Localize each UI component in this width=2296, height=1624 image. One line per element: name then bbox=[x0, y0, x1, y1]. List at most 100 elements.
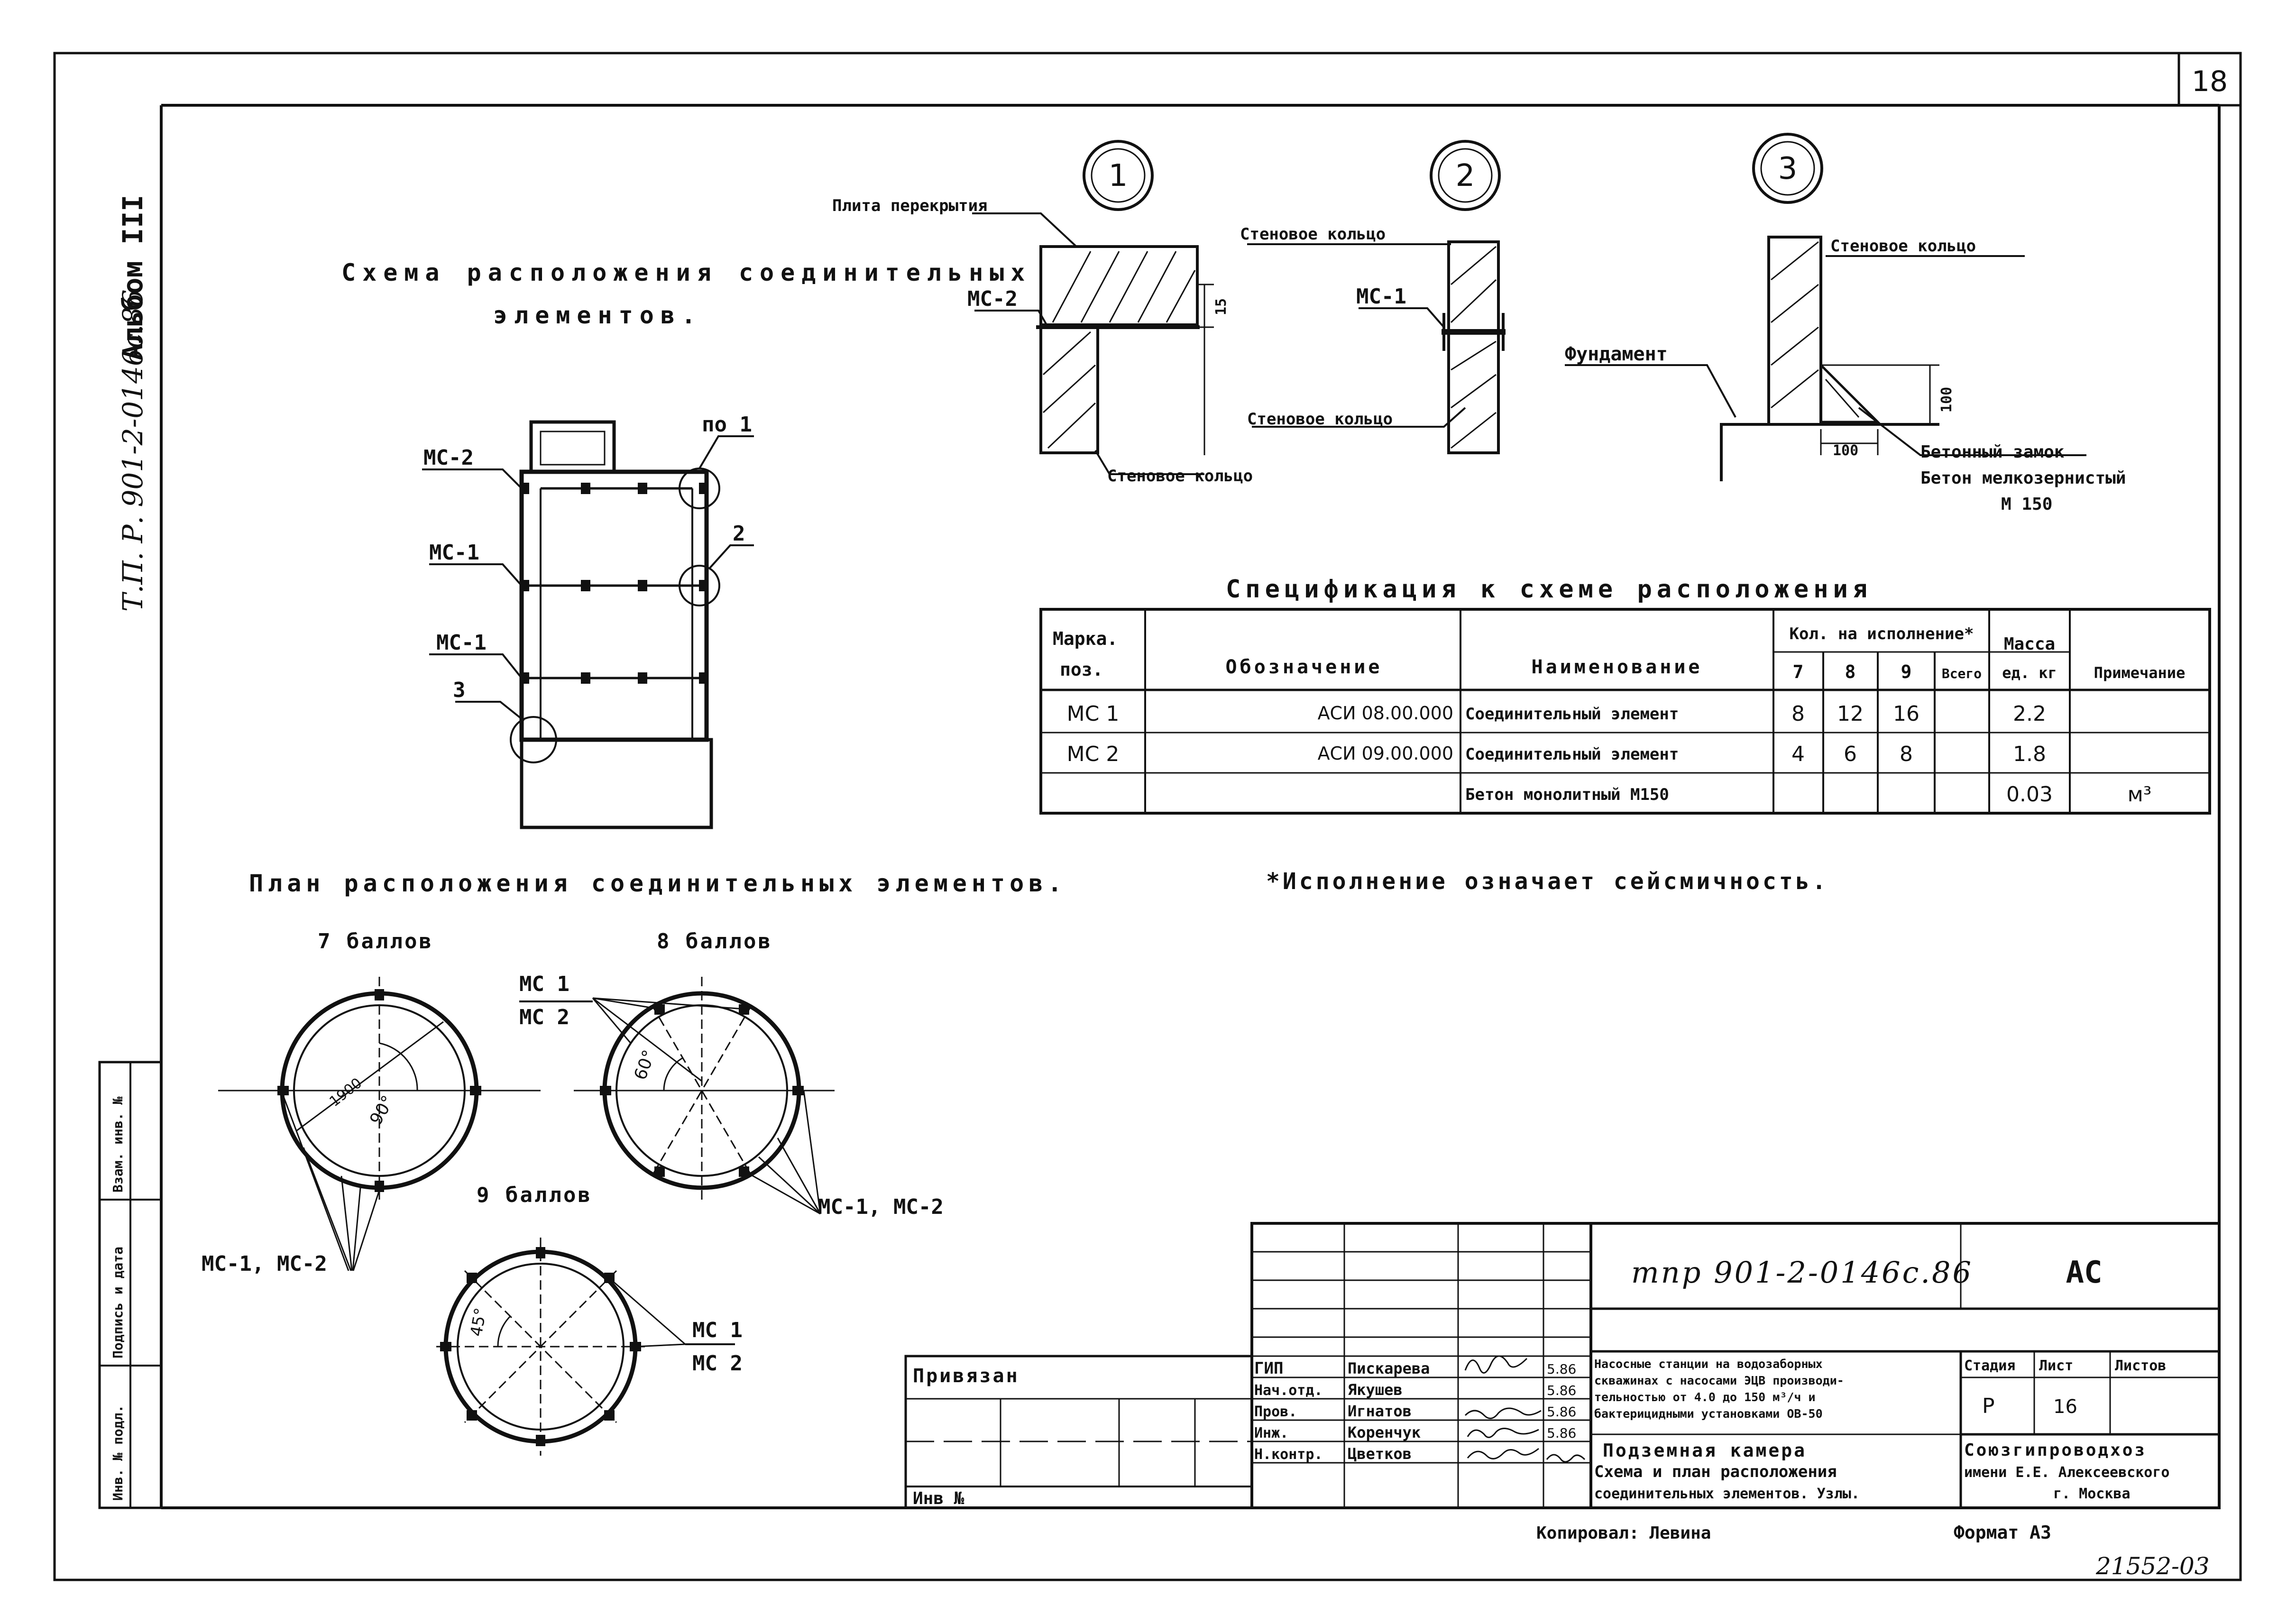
spec-h-designation: Обозначение bbox=[1226, 656, 1383, 678]
tb-mark: АС bbox=[2066, 1255, 2102, 1290]
tb-role-3: Пров. bbox=[1254, 1404, 1297, 1420]
plan7-drawing bbox=[218, 977, 541, 1271]
tb-stage-label: Стадия bbox=[1964, 1358, 2015, 1374]
spec-row-2: МС 2 АСИ 09.00.000 Соединительный элемен… bbox=[1067, 742, 2046, 766]
left-stamp: Взам. инв. № Подпись и дата Инв. № подл. bbox=[98, 1061, 163, 1509]
elev-label-mc1-a: МС-1 bbox=[429, 541, 479, 565]
plan9-label1: МС 1 bbox=[692, 1318, 743, 1342]
spec-r1-designation: АСИ 08.00.000 bbox=[1318, 703, 1453, 724]
copied-by: Копировал: Левина bbox=[1536, 1523, 1711, 1543]
plan8-angle: 60° bbox=[631, 1047, 659, 1083]
detail-3-drawing bbox=[1565, 236, 2086, 481]
tb-desc-4: бактерицидными установками ОВ-50 bbox=[1594, 1407, 1823, 1421]
tb-role-rows: ГИП Пискарева 5.86 Нач.отд. Якушев 5.86 … bbox=[1254, 1359, 1576, 1463]
detail-1-number: 1 bbox=[1109, 158, 1128, 193]
scheme-title-line2: элементов. bbox=[493, 302, 702, 329]
stamp-original-inv: Инв. № подл. bbox=[110, 1405, 126, 1501]
tb-role-4: Инж. bbox=[1254, 1425, 1288, 1441]
page-number-box bbox=[2177, 52, 2242, 107]
plan7-title: 7 баллов bbox=[318, 929, 433, 954]
d1-ring-label: Стеновое кольцо bbox=[1107, 467, 1253, 486]
copy-number: 21552-03 bbox=[2095, 1552, 2210, 1580]
plan-title: План расположения соединительных элемент… bbox=[249, 870, 1066, 897]
plan8-title: 8 баллов bbox=[657, 929, 772, 954]
d3-ring-label: Стеновое кольцо bbox=[1830, 237, 1976, 256]
spec-footnote: *Исполнение означает сейсмичность. bbox=[1266, 868, 1829, 895]
plan9-label2: МС 2 bbox=[692, 1351, 743, 1376]
tb-org-2: имени Е.Е. Алексеевского bbox=[1964, 1464, 2169, 1481]
spec-r2-q7: 4 bbox=[1791, 742, 1805, 766]
spec-h-mark1: Марка. bbox=[1053, 628, 1118, 649]
spec-r2-mass: 1.8 bbox=[2013, 742, 2046, 766]
spec-r1-q8: 12 bbox=[1837, 702, 1864, 726]
tb-name-1: Пискарева bbox=[1348, 1359, 1430, 1377]
tb-org-1: Союзгипроводхоз bbox=[1964, 1440, 2147, 1460]
detail-1-marker bbox=[1083, 140, 1154, 211]
spec-h-q7: 7 bbox=[1793, 661, 1804, 682]
tb-name-3: Игнатов bbox=[1348, 1402, 1412, 1420]
elev-label-mc2: МС-2 bbox=[423, 446, 474, 470]
tb-project-desc: Насосные станции на водозаборных скважин… bbox=[1594, 1357, 1844, 1421]
plan7-angle: 90° bbox=[366, 1092, 398, 1129]
spec-h-name: Наименование bbox=[1532, 656, 1703, 678]
page-number: 18 bbox=[2192, 65, 2228, 98]
spec-title: Спецификация к схеме расположения bbox=[1226, 575, 1872, 604]
spec-h-mark2: поз. bbox=[1060, 659, 1103, 680]
tb-stage: Р bbox=[1982, 1394, 1995, 1418]
signatures bbox=[1464, 1355, 1586, 1463]
spec-r2-name: Соединительный элемент bbox=[1465, 745, 1679, 764]
detail-1-drawing bbox=[972, 212, 1214, 475]
tb-date-2: 5.86 bbox=[1547, 1383, 1576, 1398]
spec-r1-q9: 16 bbox=[1893, 702, 1919, 726]
spec-row-1: МС 1 АСИ 08.00.000 Соединительный элемен… bbox=[1067, 702, 2046, 726]
d2-ring-top-label: Стеновое кольцо bbox=[1240, 225, 1386, 244]
d3-lock-line2: Бетон мелкозернистый bbox=[1920, 468, 2126, 488]
tb-sheet-label: Лист bbox=[2039, 1358, 2073, 1374]
album-label: Альбом III bbox=[117, 195, 149, 360]
plan9-angle: 45° bbox=[467, 1306, 490, 1338]
stamp-replacement: Взам. инв. № bbox=[110, 1097, 126, 1193]
d3-foundation-label: Фундамент bbox=[1565, 343, 1668, 365]
tb-desc-1: Насосные станции на водозаборных bbox=[1594, 1357, 1823, 1371]
plan9-title: 9 баллов bbox=[477, 1183, 592, 1207]
tb-date-4: 5.86 bbox=[1547, 1425, 1576, 1441]
detail-3-marker bbox=[1752, 133, 1823, 204]
spec-row-3: Бетон монолитный М150 0.03 м³ bbox=[1465, 782, 2151, 807]
stamp-signature-date: Подпись и дата bbox=[110, 1247, 126, 1358]
tb-role-5: Н.контр. bbox=[1254, 1446, 1323, 1463]
title-block-grid bbox=[904, 1222, 2221, 1509]
tb-sheet-title-3: соединительных элементов. Узлы. bbox=[1594, 1486, 1860, 1502]
tb-sheet-title-2: Схема и план расположения bbox=[1594, 1462, 1837, 1481]
d3-dim-horizontal: 100 bbox=[1833, 442, 1858, 459]
tb-sheet: 16 bbox=[2053, 1396, 2077, 1418]
tb-name-2: Якушев bbox=[1348, 1381, 1403, 1399]
d1-slab-label: Плита перекрытия bbox=[832, 196, 988, 215]
tb-desc-2: скважинах с насосами ЭЦВ производи- bbox=[1594, 1374, 1844, 1387]
elev-label-pos2: 2 bbox=[733, 522, 745, 546]
plan8-label-top1: МС 1 bbox=[519, 972, 569, 996]
format-label: Формат А3 bbox=[1954, 1522, 2051, 1543]
d3-lock-line1: Бетонный замок bbox=[1920, 442, 2065, 462]
project-code-vertical: Т.П. Р. 901-2-0146с.86 bbox=[117, 289, 149, 612]
tb-org-3: г. Москва bbox=[2053, 1486, 2131, 1502]
spec-h-q9: 9 bbox=[1901, 661, 1912, 682]
spec-h-mass2: ед. кг bbox=[2002, 664, 2057, 682]
spec-table bbox=[1039, 608, 2211, 815]
detail-3-number: 3 bbox=[1778, 151, 1798, 186]
spec-r1-mark: МС 1 bbox=[1067, 702, 1120, 726]
spec-r1-name: Соединительный элемент bbox=[1465, 705, 1679, 724]
tb-role-2: Нач.отд. bbox=[1254, 1382, 1323, 1399]
plan8-label-top2: МС 2 bbox=[519, 1005, 569, 1029]
d1-mc-label: МС-2 bbox=[967, 287, 1018, 311]
tb-inv-label: Инв № bbox=[913, 1489, 964, 1508]
spec-r2-mark: МС 2 bbox=[1067, 742, 1120, 766]
spec-h-qty-group: Кол. на исполнение* bbox=[1790, 624, 1974, 643]
spec-r3-note: м³ bbox=[2128, 782, 2152, 807]
spec-r2-q9: 8 bbox=[1900, 742, 1913, 766]
plan7-diameter: 1900 bbox=[326, 1075, 365, 1110]
tb-date-1: 5.86 bbox=[1547, 1361, 1576, 1377]
elev-label-pos3: 3 bbox=[453, 678, 466, 702]
tb-name-4: Коренчук bbox=[1348, 1423, 1421, 1441]
spec-h-mass1: Масса bbox=[2004, 634, 2055, 654]
